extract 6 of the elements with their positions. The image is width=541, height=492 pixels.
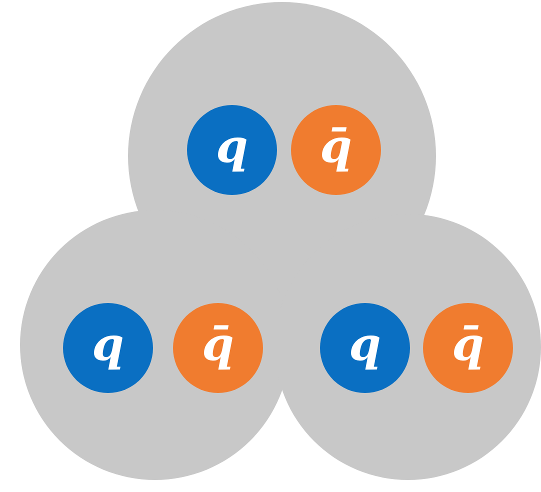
quark-symbol: q̄ — [202, 321, 234, 373]
quark-symbol: q — [216, 123, 248, 175]
quark-symbol: q̄ — [452, 321, 484, 373]
quark-symbol: q — [92, 321, 124, 373]
quark-symbol: q — [348, 321, 382, 373]
quark-symbol: q̄ — [320, 123, 352, 175]
